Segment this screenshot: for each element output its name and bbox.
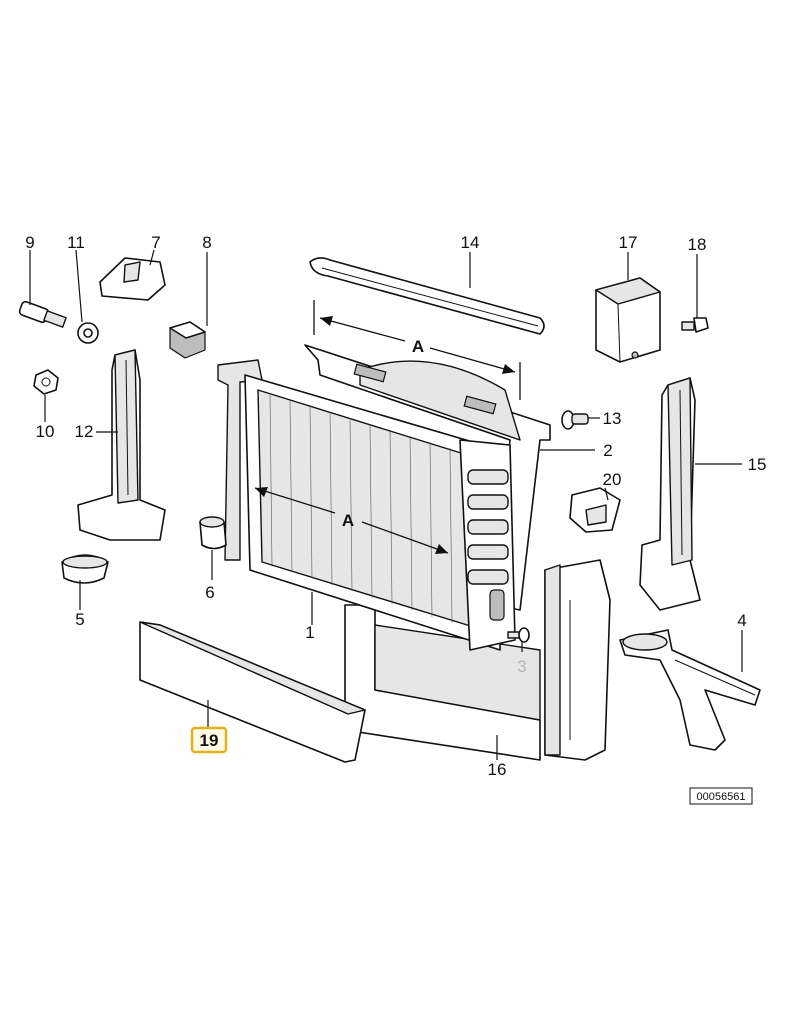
part-14-seal-strip[interactable] <box>309 257 545 335</box>
callout-12[interactable]: 12 <box>75 422 94 441</box>
part-6-rubber-mount[interactable] <box>199 516 227 550</box>
callout-labels: 9 11 7 8 14 17 18 10 12 13 2 15 20 6 5 1… <box>25 233 766 779</box>
callout-19-highlight-box <box>190 726 228 754</box>
part-2-shroud[interactable] <box>304 344 551 611</box>
part-15-right-duct[interactable] <box>639 377 701 611</box>
part-20-clip[interactable] <box>569 487 621 533</box>
callout-7[interactable]: 7 <box>151 233 160 252</box>
callout-5[interactable]: 5 <box>75 610 84 629</box>
callout-4[interactable]: 4 <box>737 611 746 630</box>
part-9-sensor[interactable] <box>18 300 67 328</box>
callout-13[interactable]: 13 <box>603 409 622 428</box>
part-5-clamp[interactable] <box>61 554 109 584</box>
callout-11[interactable]: 11 <box>67 233 85 252</box>
callout-10[interactable]: 10 <box>36 422 55 441</box>
part-13-rivet[interactable] <box>561 410 589 430</box>
diagram-reference: 00056561 <box>689 787 753 805</box>
part-11-washer[interactable] <box>77 322 99 344</box>
callout-20[interactable]: 20 <box>603 470 622 489</box>
part-3-screw[interactable] <box>507 627 530 643</box>
part-17-module-box[interactable] <box>595 277 661 363</box>
part-1-radiator[interactable] <box>217 359 516 651</box>
callout-3[interactable]: 3 <box>517 657 526 676</box>
radiator-tank-ribs <box>467 469 509 585</box>
dimension-label-top: A <box>412 337 424 356</box>
callout-19[interactable]: 19 <box>200 731 219 750</box>
callout-18[interactable]: 18 <box>688 235 707 254</box>
dimension-middle-A: A <box>254 487 449 554</box>
dimension-label-middle: A <box>342 511 354 530</box>
callout-6[interactable]: 6 <box>205 583 214 602</box>
part-18-bolt[interactable] <box>681 317 709 333</box>
callout-1[interactable]: 1 <box>305 623 314 642</box>
callout-14[interactable]: 14 <box>461 233 480 252</box>
dimension-top-A: A <box>313 300 521 400</box>
callout-8[interactable]: 8 <box>202 233 211 252</box>
callout-2[interactable]: 2 <box>603 441 612 460</box>
part-7-mount-clip[interactable] <box>99 257 166 301</box>
callout-19-highlighted[interactable]: 19 <box>190 726 228 754</box>
callout-9[interactable]: 9 <box>25 233 34 252</box>
part-12-left-duct[interactable] <box>77 349 166 541</box>
reference-number: 00056561 <box>697 791 746 803</box>
part-19-air-deflector[interactable] <box>139 621 366 763</box>
part-4-lower-bracket[interactable] <box>619 629 761 751</box>
part-10-nut[interactable] <box>33 369 59 395</box>
part-8-grommet[interactable] <box>169 321 206 359</box>
leader-lines <box>29 249 743 760</box>
callout-15[interactable]: 15 <box>748 455 767 474</box>
callout-16[interactable]: 16 <box>488 760 507 779</box>
callout-17[interactable]: 17 <box>619 233 638 252</box>
